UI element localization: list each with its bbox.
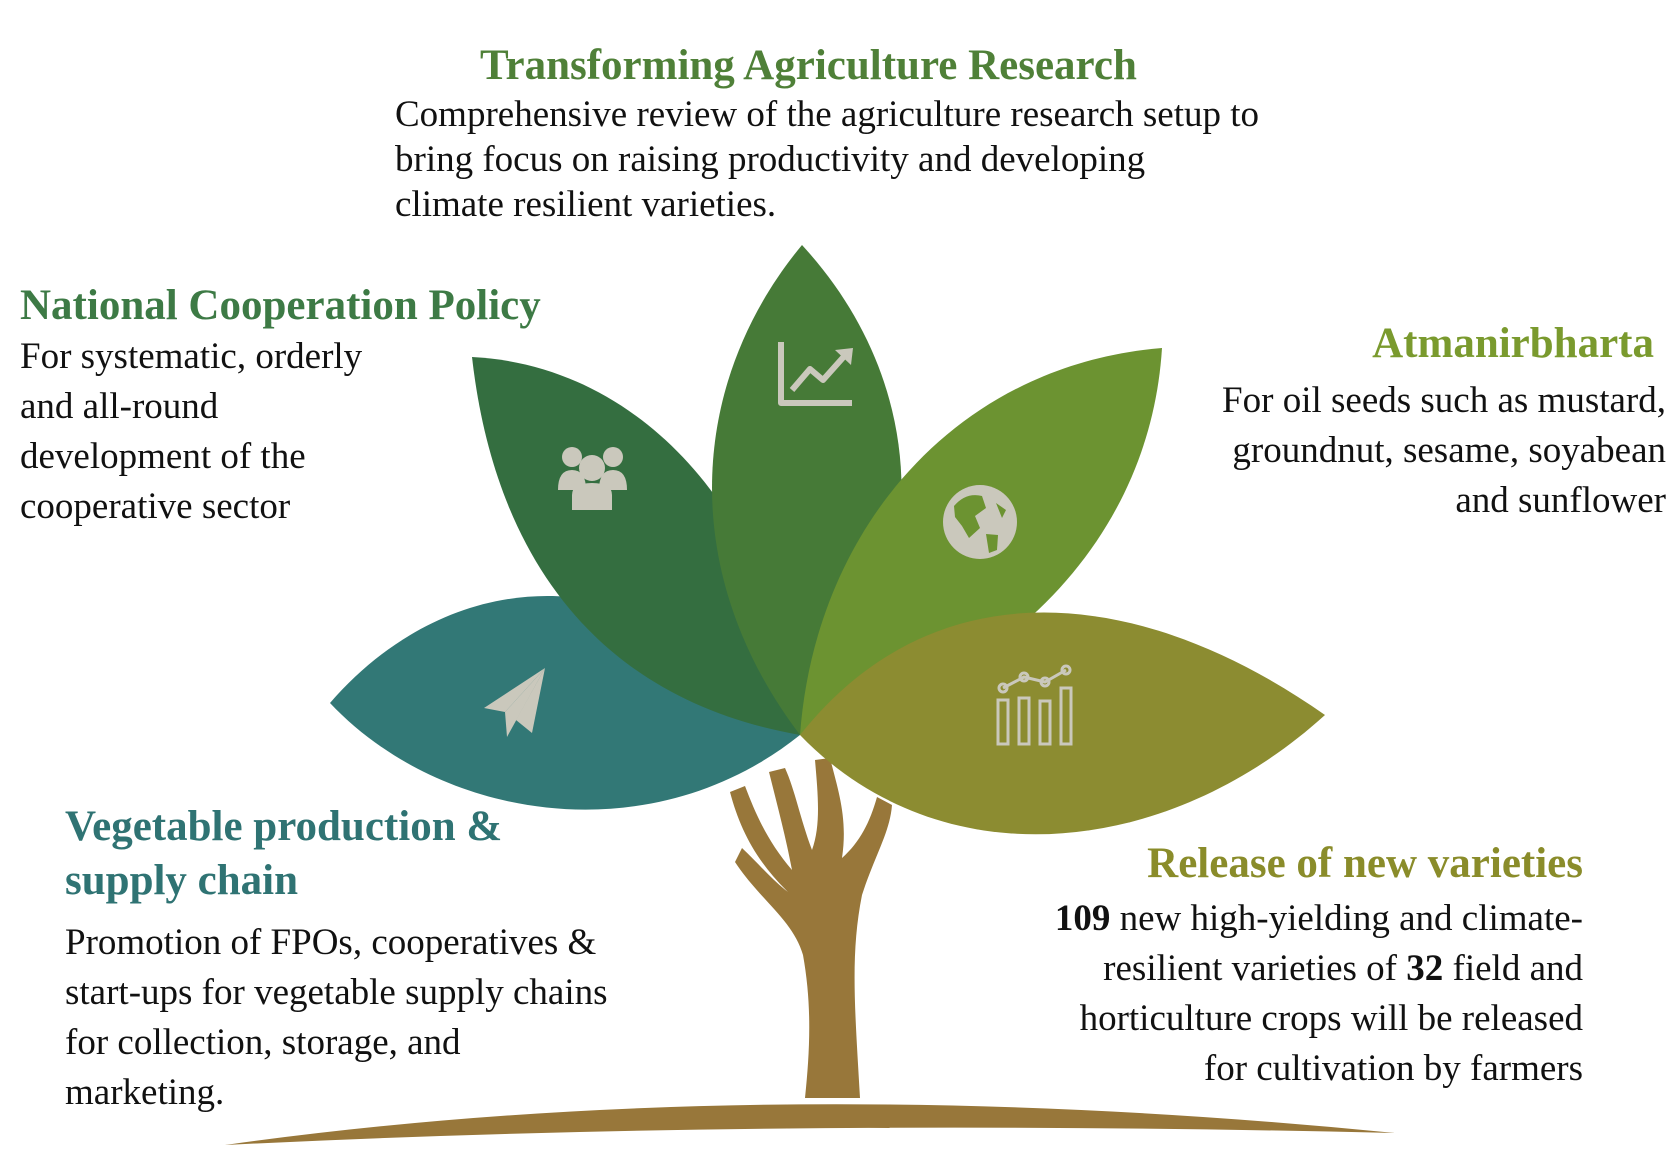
release-varieties-line-1: 109 new high-yielding and climate- — [943, 894, 1583, 944]
tree-trunk — [730, 758, 892, 1098]
national-cooperation-title: National Cooperation Policy — [20, 282, 541, 329]
atmanirbharta-line-1: For oil seeds such as mustard, — [1222, 379, 1666, 421]
vegetable-production-title-line-1: Vegetable production & — [65, 803, 503, 850]
trending-up-chart-icon — [778, 342, 853, 406]
release-varieties-line-4: for cultivation by farmers — [1203, 1047, 1583, 1089]
transforming-agriculture-line-3: climate resilient varieties. — [395, 183, 777, 225]
transforming-agriculture-line-1: Comprehensive review of the agriculture … — [395, 93, 1260, 135]
transforming-agriculture-block: Transforming Agriculture Research Compre… — [395, 40, 1395, 227]
release-line-2-pre: resilient varieties of — [1103, 947, 1407, 989]
national-cooperation-block: National Cooperation Policy For systemat… — [20, 280, 640, 532]
national-cooperation-line-3: development of the — [20, 435, 306, 477]
globe-icon — [943, 485, 1017, 559]
group-of-people-icon — [558, 447, 627, 510]
varieties-count: 109 — [1054, 897, 1111, 939]
atmanirbharta-line-2: groundnut, sesame, soyabean — [1232, 429, 1666, 471]
petal-dark-green — [472, 357, 800, 735]
atmanirbharta-line-3: and sunflower — [1455, 479, 1666, 521]
release-varieties-line-2: resilient varieties of 32 field and — [943, 944, 1583, 994]
national-cooperation-line-1: For systematic, orderly — [20, 335, 363, 377]
release-line-1-text: new high-yielding and climate- — [1110, 897, 1583, 939]
release-varieties-line-3: horticulture crops will be released — [1079, 997, 1583, 1039]
release-line-2-rest: field and — [1443, 947, 1583, 989]
atmanirbharta-title: Atmanirbharta — [1372, 320, 1654, 367]
release-varieties-title: Release of new varieties — [1147, 840, 1583, 887]
vegetable-production-title-line-2: supply chain — [65, 857, 299, 904]
vegetable-production-line-4: marketing. — [65, 1072, 225, 1113]
ground — [225, 1104, 1395, 1145]
release-varieties-block: Release of new varieties 109 new high-yi… — [943, 838, 1583, 1094]
transforming-agriculture-line-2: bring focus on raising productivity and … — [395, 138, 1146, 180]
vegetable-production-line-3: for collection, storage, and — [65, 1022, 461, 1063]
national-cooperation-line-2: and all-round — [20, 385, 219, 427]
bar-chart-with-line-icon — [996, 664, 1073, 746]
vegetable-production-line-1: Promotion of FPOs, cooperatives & — [65, 922, 597, 963]
vegetable-production-line-2: start-ups for vegetable supply chains — [65, 972, 608, 1013]
atmanirbharta-block: Atmanirbharta For oil seeds such as must… — [1106, 318, 1666, 526]
crops-count: 32 — [1406, 947, 1444, 989]
transforming-agriculture-title: Transforming Agriculture Research — [480, 42, 1137, 89]
national-cooperation-line-4: cooperative sector — [20, 485, 291, 527]
vegetable-production-block: Vegetable production & supply chain Prom… — [65, 800, 725, 1118]
paper-plane-icon — [484, 668, 545, 737]
